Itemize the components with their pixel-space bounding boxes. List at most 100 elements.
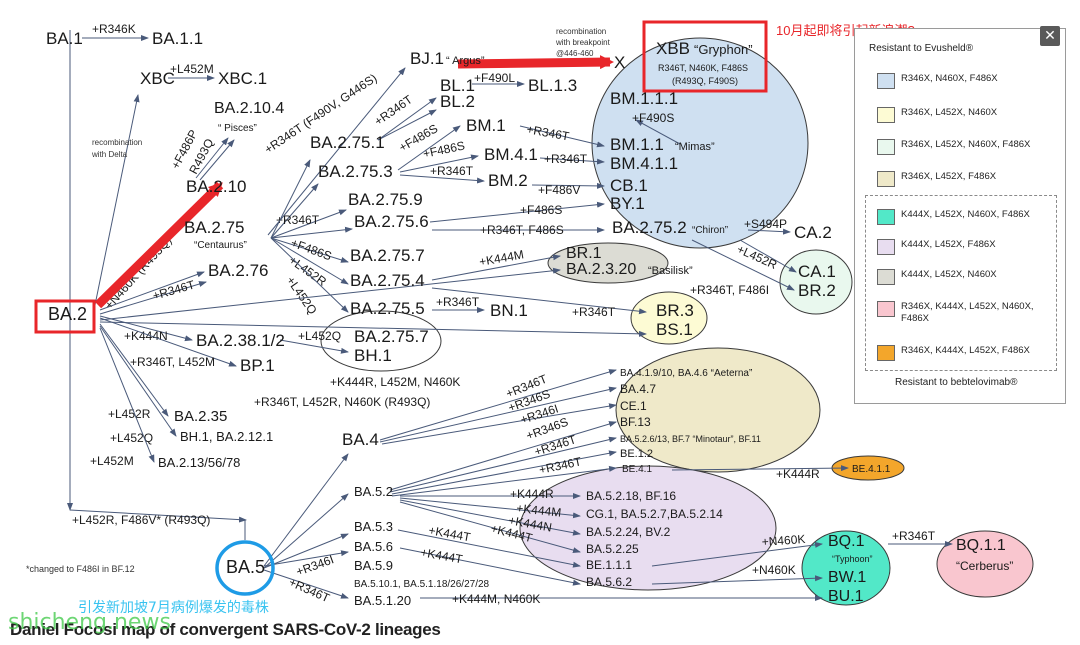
edge-58 (651, 575, 823, 585)
node-ba-2-75-5: BA.2.75.5 (350, 299, 425, 318)
edge-12 (267, 67, 406, 236)
node-ba-2: BA.2 (48, 304, 87, 324)
node-ba-1: BA.1 (46, 29, 83, 48)
edge-label-28: +K444M (478, 247, 525, 269)
node-ba-5-2: BA.5.2 (354, 484, 393, 499)
red-arrow-0 (94, 181, 224, 309)
edge-label-29: +R346T (572, 305, 616, 319)
region-6 (801, 530, 891, 606)
node-br-3: BR.3 (656, 301, 694, 320)
node-ba-5-2-25: BA.5.2.25 (586, 542, 639, 556)
edge-21 (531, 182, 605, 189)
legend-swatch (877, 107, 895, 123)
node-cb-1: CB.1 (610, 176, 648, 195)
edge-label-15: +F490L (474, 71, 515, 85)
node-cg-1: CG.1, BA.5.2.7,BA.5.2.14 (586, 507, 723, 521)
node-bm-2: BM.2 (488, 171, 528, 190)
edge-35 (99, 321, 647, 337)
edge-34 (99, 267, 561, 321)
node-bl-1-3: BL.1.3 (528, 76, 577, 95)
edge-label-30: +R346T (436, 295, 480, 309)
edge-18 (399, 174, 485, 184)
node-ba-2-75: BA.2.75 (184, 218, 245, 237)
region-7 (936, 530, 1034, 598)
watermark: shicheng.news (8, 610, 171, 635)
recomb-delta-line2: with Delta (91, 150, 128, 159)
node-ba-5-2-24: BA.5.2.24, BV.2 (586, 525, 671, 539)
edge-50 (671, 465, 849, 472)
legend-item: R346X, K444X, L452X, N460X, F486X (877, 301, 1057, 324)
recomb-delta-line1: recombination (92, 138, 142, 147)
edge-label-56: +K444T (419, 545, 464, 566)
edge-9 (270, 237, 349, 263)
figure-title: Daniel Focosi map of convergent SARS-CoV… (10, 620, 441, 639)
node-ba-2-75-7: BA.2.75.7 (350, 246, 425, 265)
node-ba-2-10-4: BA.2.10.4 (214, 100, 284, 117)
recomb-breakpoint-line3: @446-460 (556, 49, 594, 58)
node-bm-1: BM.1 (466, 116, 506, 135)
ba5-highlight-circle (215, 540, 275, 596)
node-bj-1: BJ.1 (410, 49, 444, 68)
node-be-1-1-1: BE.1.1.1 (586, 558, 632, 572)
node-bq-1: BQ.1 (828, 533, 865, 550)
node-ba-5-1-20: BA.5.1.20 (354, 593, 411, 608)
node-ba-2-35: BA.2.35 (174, 408, 227, 425)
edge-label-49: +R346T (538, 454, 584, 477)
node-ba-4-1-9: BA.4.1.9/10, BA.4.6 “Aeterna” (620, 368, 752, 379)
region-9 (320, 310, 442, 372)
edge-label-34: +K444R, L452M, N460K (330, 375, 460, 389)
edge-26 (739, 239, 797, 273)
edge-label-38: +L452M (90, 454, 134, 468)
edge-7 (270, 209, 347, 239)
node-be-4-1-1: BE.4.1.1 (852, 464, 891, 475)
node-ba-5-10-1: BA.5.10.1, BA.5.1.18/26/27/28 (354, 579, 490, 590)
edge-2 (94, 94, 140, 306)
node-ba-4-7: BA.4.7 (620, 382, 656, 396)
edge-48 (391, 450, 617, 495)
edge-33 (99, 317, 237, 367)
edge-54 (399, 501, 581, 554)
node-xbb-mut: R346T, N460K, F486S (658, 63, 748, 73)
edge-61 (263, 550, 349, 567)
red-emphasis-arrows (94, 55, 614, 309)
node-bm-4-1: BM.4.1 (484, 145, 538, 164)
edge-17 (399, 154, 479, 173)
legend-label: R346X, L452X, F486X (901, 171, 997, 182)
edge-52 (399, 497, 581, 519)
region-1 (615, 347, 821, 473)
edge-29 (431, 287, 647, 315)
legend-label: R346X, N460X, F486X (901, 73, 998, 84)
edge-14 (377, 109, 437, 141)
node-by-1: BY.1 (610, 194, 645, 213)
edge-label-55: +K444T (427, 523, 472, 544)
edge-label-23: +R346T, F486S (480, 223, 564, 237)
legend-swatch (877, 73, 895, 89)
edge-65 (263, 453, 349, 567)
node-ba-2-38-1-2: BA.2.38.1/2 (196, 331, 285, 350)
node-ba-2-75-7b: BA.2.75.7 (354, 327, 429, 346)
node-be-4-1: BE.4.1 (622, 464, 652, 475)
recomb-breakpoint-line1: recombination (556, 27, 606, 36)
close-button[interactable]: ✕ (1040, 26, 1060, 46)
edge-36 (99, 323, 169, 417)
node-bs-1: BS.1 (656, 320, 693, 339)
region-5 (779, 249, 853, 315)
legend-item: K444X, L452X, N460X, F486X (877, 209, 1057, 229)
edge-28 (431, 254, 561, 281)
region-2 (519, 465, 777, 591)
node-ba-2-75-1: BA.2.75.1 (310, 133, 385, 152)
node-basilisk: “Basilisk” (648, 265, 693, 277)
node-centaurus: “Centaurus” (194, 240, 247, 251)
node-ba-4: BA.4 (342, 430, 379, 449)
edge-38 (99, 327, 155, 463)
edge-label-58: +N460K (752, 563, 796, 577)
node-bm-1-1-1: BM.1.1.1 (610, 89, 678, 108)
edge-label-33: +R346T, L452M (130, 355, 215, 369)
legend-label: R346X, K444X, L452X, N460X, F486X (901, 301, 1034, 324)
edge-53 (399, 499, 581, 536)
edge-label-61: +R346I (294, 552, 335, 579)
edge-label-25: +S494P (744, 217, 787, 231)
edge-label-18: +R346T (430, 164, 474, 178)
